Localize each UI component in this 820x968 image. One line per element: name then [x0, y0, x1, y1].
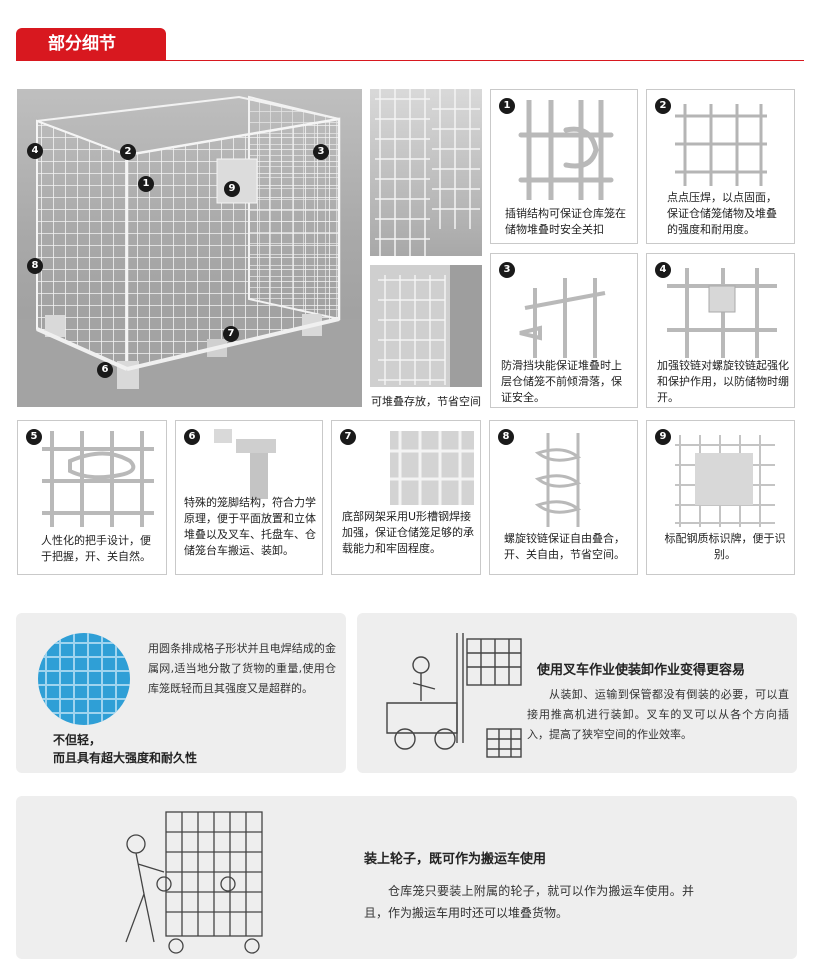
- card-badge: 2: [655, 98, 671, 114]
- card-text: 点点压焊，以点固面，保证仓储笼储物及堆叠的强度和耐用度。: [667, 191, 777, 236]
- detail-card-6: 6 特殊的笼脚结构，符合力学原理，便于平面放置和立体堆叠以及叉车、托盘车、仓储笼…: [175, 420, 323, 575]
- latch-detail-image: [511, 100, 619, 200]
- card-text: 加强铰链对螺旋铰链起强化和保护作用，以防储物时绷开。: [657, 359, 789, 404]
- detail-card-4: 4 加强铰链对螺旋铰链起强化和保护作用，以防储物时绷开。: [646, 253, 795, 408]
- forklift-panel: 使用叉车作业使装卸作业变得更容易 从装卸、运输到保管都没有倒装的必要，可以直接用…: [357, 613, 797, 773]
- card-badge: 6: [184, 429, 200, 445]
- forklift-title: 使用叉车作业使装卸作业变得更容易: [537, 663, 746, 678]
- card-badge: 8: [498, 429, 514, 445]
- stacking-caption: 可堆叠存放，节省空间: [371, 395, 481, 408]
- callout-badge-4: 4: [27, 143, 43, 159]
- mesh-circle-image: [38, 633, 130, 725]
- strength-headline-2: 而且具有超大强度和耐久性: [53, 751, 198, 765]
- detail-card-7: 7 底部网架采用U形槽钢焊接加强，保证仓储笼足够的承载能力和牢固程度。: [331, 420, 481, 575]
- spiral-hinge-image: [518, 433, 608, 527]
- card-text: 螺旋铰链保证自由叠合，开、关自由，节省空间。: [504, 532, 625, 561]
- card-text: 特殊的笼脚结构，符合力学原理，便于平面放置和立体堆叠以及叉车、托盘车、仓储笼台车…: [184, 496, 316, 557]
- callout-badge-3: 3: [313, 144, 329, 160]
- detail-card-9: 9 标配钢质标识牌，便于识别。: [646, 420, 795, 575]
- stacked-cages-photo: [370, 265, 482, 387]
- wheels-title: 装上轮子，既可作为搬运车使用: [364, 852, 547, 867]
- detail-card-3: 3 防滑挡块能保证堆叠时上层仓储笼不前倾滑落，保证安全。: [490, 253, 638, 408]
- card-badge: 7: [340, 429, 356, 445]
- card-text: 底部网架采用U形槽钢焊接加强，保证仓储笼足够的承载能力和牢固程度。: [342, 510, 474, 555]
- card-text: 标配钢质标识牌，便于识别。: [664, 532, 786, 561]
- stacked-warehouse-photo: [370, 89, 482, 256]
- callout-badge-7: 7: [223, 326, 239, 342]
- weld-grid-image: [675, 104, 767, 186]
- cage-foot-image: [214, 429, 294, 499]
- detail-card-5: 5 人性化的把手设计，便于把握，开、关自然。: [17, 420, 167, 575]
- cart-pushing-illustration: [96, 802, 276, 956]
- wheels-panel: 装上轮子，既可作为搬运车使用 仓库笼只要装上附属的轮子，就可以作为搬运车使用。并…: [16, 796, 797, 959]
- card-badge: 4: [655, 262, 671, 278]
- forklift-illustration: [377, 623, 527, 763]
- detail-card-1: 1 插销结构可保证仓库笼在储物堆叠时安全关扣: [490, 89, 638, 244]
- id-plate-image: [675, 435, 775, 527]
- card-text: 防滑挡块能保证堆叠时上层仓储笼不前倾滑落，保证安全。: [501, 359, 622, 404]
- callout-badge-2: 2: [120, 144, 136, 160]
- main-cage-photo: 1 2 3 4 6 7 8 9: [17, 89, 362, 407]
- header-rule: [16, 60, 804, 61]
- forklift-body: 从装卸、运输到保管都没有倒装的必要，可以直接用推高机进行装卸。叉车的叉可以从各个…: [527, 688, 789, 741]
- section-title-tab: 部分细节: [16, 28, 166, 61]
- detail-card-8: 8 螺旋铰链保证自由叠合，开、关自由，节省空间。: [489, 420, 638, 575]
- callout-badge-6: 6: [97, 362, 113, 378]
- u-channel-base-image: [390, 431, 474, 505]
- strength-headline-1: 不但轻，: [53, 733, 102, 747]
- callout-badge-9: 9: [224, 181, 240, 197]
- detail-card-2: 2 点点压焊，以点固面，保证仓储笼储物及堆叠的强度和耐用度。: [646, 89, 795, 244]
- strength-body: 用圆条排成格子形状并且电焊结成的金属网,适当地分散了货物的重量,使用仓库笼既轻而…: [148, 642, 336, 695]
- card-text: 插销结构可保证仓库笼在储物堆叠时安全关扣: [505, 207, 626, 236]
- card-badge: 3: [499, 262, 515, 278]
- card-badge: 5: [26, 429, 42, 445]
- callout-badge-1: 1: [138, 176, 154, 192]
- section-title: 部分细节: [48, 34, 116, 54]
- card-badge: 1: [499, 98, 515, 114]
- reinforced-hinge-image: [667, 268, 777, 358]
- strength-panel: 用圆条排成格子形状并且电焊结成的金属网,适当地分散了货物的重量,使用仓库笼既轻而…: [16, 613, 346, 773]
- card-text: 人性化的把手设计，便于把握，开、关自然。: [41, 534, 151, 563]
- handle-image: [42, 431, 154, 527]
- card-badge: 9: [655, 429, 671, 445]
- callout-badge-8: 8: [27, 258, 43, 274]
- anti-slip-block-image: [515, 278, 615, 358]
- wheels-body: 仓库笼只要装上附属的轮子，就可以作为搬运车使用。并且，作为搬运车用时还可以堆叠货…: [364, 884, 694, 920]
